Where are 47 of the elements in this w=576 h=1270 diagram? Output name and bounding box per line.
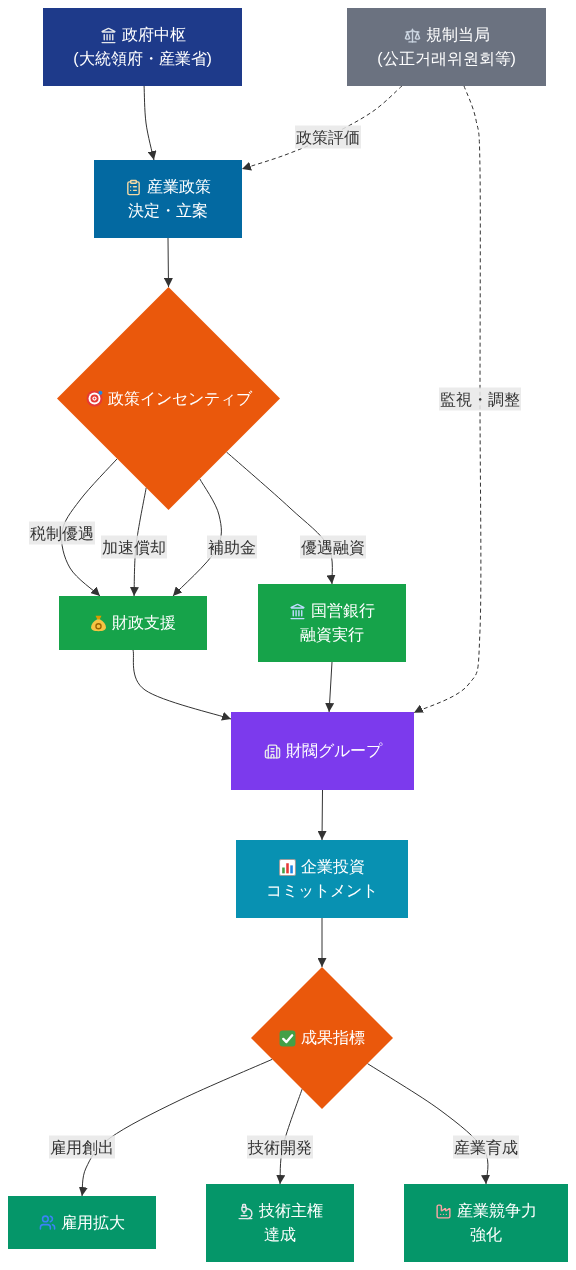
arrow [163,237,173,288]
process-box [404,1184,568,1262]
node-label: 政策インセンティブ [107,388,252,409]
node-label: 産業競争力 [457,1201,537,1221]
edge-label: 税制優遇 [28,521,95,544]
edge-label: 雇用創出 [48,1135,115,1158]
node-label: 技術主権 [259,1201,323,1221]
node-label: 財閥グループ [285,741,382,761]
edge-label: 産業育成 [453,1135,519,1158]
node-label: 財政支援 [112,613,176,633]
edge-label: 加速償却 [101,535,167,558]
process-box [231,712,414,790]
edge-label: 補助金 [206,535,257,558]
node-label: 産業政策 [147,177,211,197]
node-label: 達成 [264,1225,296,1245]
node-label: 成果指標 [301,1028,365,1048]
arrow [143,85,157,161]
node-label: (大統領府・産業省) [73,49,212,69]
edge-label: 優遇融資 [299,535,366,558]
edge-label: 政策評価 [294,125,361,148]
process-box [94,160,242,238]
process-box [43,8,242,86]
decision-diamond [57,287,280,510]
arrow [317,789,327,841]
node-label: コミットメント [266,881,378,901]
arrow [317,917,327,968]
node-label: 雇用拡大 [61,1212,125,1233]
node-label: 企業投資 [301,857,365,877]
arrow [325,661,335,713]
dashed-arrow [413,85,482,714]
arrow [132,649,232,721]
process-box [258,584,406,662]
node-label: 規制当局 [425,25,490,45]
node-label: 融資実行 [300,625,364,645]
process-box [59,596,207,650]
process-box [206,1184,354,1262]
edge-label: 技術開発 [247,1135,313,1158]
node-label: (公正거래위원회等) [377,49,516,69]
node-label: 政府中枢 [121,25,186,45]
decision-diamond [251,967,393,1109]
process-box [347,8,546,86]
process-box [236,840,408,918]
process-box [8,1196,156,1249]
edge-label: 監視・調整 [438,387,521,410]
node-label: 強化 [470,1225,502,1245]
node-label: 国営銀行 [311,601,375,621]
node-label: 決定・立案 [128,201,208,221]
